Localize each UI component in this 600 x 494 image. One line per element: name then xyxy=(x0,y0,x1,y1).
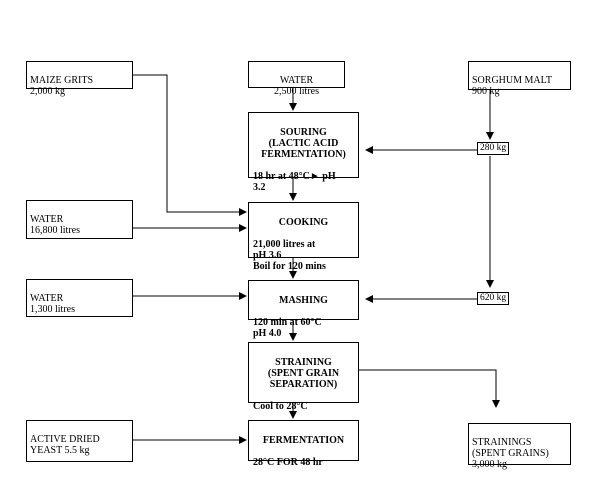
arrow-maize-to-cooking xyxy=(133,74,247,216)
water-top-box: WATER 2,500 litres xyxy=(248,61,345,97)
malt-split-280: 280 kg xyxy=(477,142,510,155)
malt-split-620: 620 kg xyxy=(477,292,510,305)
strainings-label: STRAININGS (SPENT GRAINS) 3,000 kg xyxy=(472,437,549,470)
maize-grits-box: MAIZE GRITS 2,000 kg xyxy=(26,61,133,97)
souring-box: SOURING (LACTIC ACID FERMENTATION) 18 hr… xyxy=(248,112,359,193)
sorghum-malt-box: SORGHUM MALT 900 kg xyxy=(468,61,571,97)
souring-title: SOURING (LACTIC ACID FERMENTATION) xyxy=(261,127,346,160)
fermentation-title: FERMENTATION xyxy=(262,435,345,446)
water-top-label: WATER 2,500 litres xyxy=(274,75,319,97)
fermentation-box: FERMENTATION 28°C FOR 48 hr xyxy=(248,420,359,468)
fermentation-detail: 28°C FOR 48 hr xyxy=(253,457,323,468)
straining-box: STRAINING (SPENT GRAIN SEPARATION) Cool … xyxy=(248,342,359,412)
water-cooking-box: WATER 16,800 litres xyxy=(26,200,133,239)
cooking-detail: 21,000 litres at pH 3.6 Boil for 120 min… xyxy=(253,239,326,272)
arrow-straining-to-strainings xyxy=(359,369,500,408)
water-cooking-label: WATER 16,800 litres xyxy=(30,214,80,236)
mashing-title: MASHING xyxy=(279,295,328,306)
cooking-box: COOKING 21,000 litres at pH 3.6 Boil for… xyxy=(248,202,359,272)
maize-grits-label: MAIZE GRITS 2,000 kg xyxy=(30,75,94,97)
water-mashing-box: WATER 1,300 litres xyxy=(26,279,133,317)
sorghum-malt-label: SORGHUM MALT 900 kg xyxy=(472,75,552,97)
yeast-label: ACTIVE DRIED YEAST 5.5 kg xyxy=(30,434,100,456)
mashing-box: MASHING 120 min at 60°C pH 4.0 xyxy=(248,280,359,339)
cooking-title: COOKING xyxy=(278,217,329,228)
yeast-box: ACTIVE DRIED YEAST 5.5 kg xyxy=(26,420,133,462)
water-mashing-label: WATER 1,300 litres xyxy=(30,293,75,315)
straining-title: STRAINING (SPENT GRAIN SEPARATION) xyxy=(267,357,340,390)
mashing-detail: 120 min at 60°C pH 4.0 xyxy=(253,317,322,339)
strainings-box: STRAININGS (SPENT GRAINS) 3,000 kg xyxy=(468,423,571,470)
straining-detail: Cool to 28°C xyxy=(253,401,308,412)
souring-detail: 18 hr at 48°C► pH 3.2 xyxy=(253,171,336,193)
